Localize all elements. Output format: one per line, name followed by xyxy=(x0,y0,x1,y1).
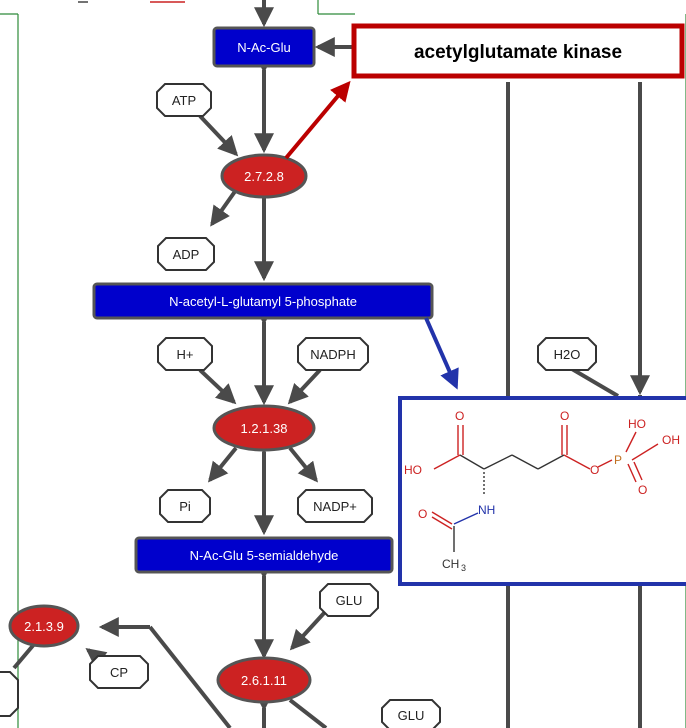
cofactor-nadp-plus[interactable]: NADP+ xyxy=(297,489,373,523)
cofactor-glu-2[interactable]: GLU xyxy=(381,699,441,728)
enzyme-label: 2.1.3.9 xyxy=(24,619,64,634)
atom-label: O xyxy=(590,463,599,477)
enzyme-1-2-1-38[interactable]: 1.2.1.38 xyxy=(212,404,316,452)
atom-label: OH xyxy=(662,433,680,447)
enzyme-2-7-2-8[interactable]: 2.7.2.8 xyxy=(220,153,308,199)
cofactor-h2o[interactable]: H2O xyxy=(537,337,597,371)
atom-label: CH xyxy=(442,557,459,571)
metabolite-label: N-Ac-Glu xyxy=(237,40,290,55)
cofactor-nadph[interactable]: NADPH xyxy=(297,337,369,371)
callout-label: acetylglutamate kinase xyxy=(414,42,622,63)
cofactor-label: H+ xyxy=(177,347,194,362)
enzyme-label: 2.7.2.8 xyxy=(244,169,284,184)
cofactor-cp[interactable]: CP xyxy=(89,655,149,689)
enzyme-label: 1.2.1.38 xyxy=(241,421,288,436)
structure-callout xyxy=(398,317,686,586)
atom-label: 3 xyxy=(461,563,466,573)
cofactor-label: GLU xyxy=(336,593,363,608)
enzyme-2-1-3-9[interactable]: 2.1.3.9 xyxy=(8,604,80,648)
cofactor-label: NADPH xyxy=(310,347,356,362)
cofactor-label: ADP xyxy=(173,247,200,262)
metabolite-n-ac-glu-semialdehyde[interactable]: N-Ac-Glu 5-semialdehyde xyxy=(134,536,394,574)
cofactor-glu-1[interactable]: GLU xyxy=(319,583,379,617)
atom-label: NH xyxy=(478,503,495,517)
atom-label: P xyxy=(614,453,622,467)
cofactor-label: NADP+ xyxy=(313,499,357,514)
atom-label: HO xyxy=(628,417,646,431)
cofactor-label: GLU xyxy=(398,708,425,723)
metabolite-n-acetyl-glutamyl-phosphate[interactable]: N-acetyl-L-glutamyl 5-phosphate xyxy=(92,282,434,320)
metabolite-label: N-acetyl-L-glutamyl 5-phosphate xyxy=(169,294,357,309)
cofactor-label: Pi xyxy=(179,499,191,514)
cofactor-label: CP xyxy=(110,665,128,680)
cofactor-h-plus[interactable]: H+ xyxy=(157,337,213,371)
enzyme-2-6-1-11[interactable]: 2.6.1.11 xyxy=(216,656,312,704)
atom-label: O xyxy=(418,507,427,521)
enzyme-callout: acetylglutamate kinase xyxy=(284,23,685,160)
enzyme-label: 2.6.1.11 xyxy=(241,673,287,688)
metabolite-n-ac-glu[interactable]: N-Ac-Glu xyxy=(212,26,316,68)
cofactor-clipped xyxy=(0,671,19,717)
atom-label: HO xyxy=(404,463,422,477)
cofactor-atp[interactable]: ATP xyxy=(156,83,212,117)
atom-label: O xyxy=(638,483,647,497)
cofactor-pi[interactable]: Pi xyxy=(159,489,211,523)
cofactor-arrows xyxy=(12,114,620,728)
cofactor-label: ATP xyxy=(172,93,196,108)
atom-label: O xyxy=(455,409,464,423)
metabolite-label: N-Ac-Glu 5-semialdehyde xyxy=(190,548,339,563)
atom-label: O xyxy=(560,409,569,423)
cofactor-adp[interactable]: ADP xyxy=(157,237,215,271)
main-arrows xyxy=(254,0,352,728)
chemical-structure: O HO NH O CH 3 O O HO OH P O xyxy=(404,409,680,573)
cofactor-label: H2O xyxy=(554,347,581,362)
